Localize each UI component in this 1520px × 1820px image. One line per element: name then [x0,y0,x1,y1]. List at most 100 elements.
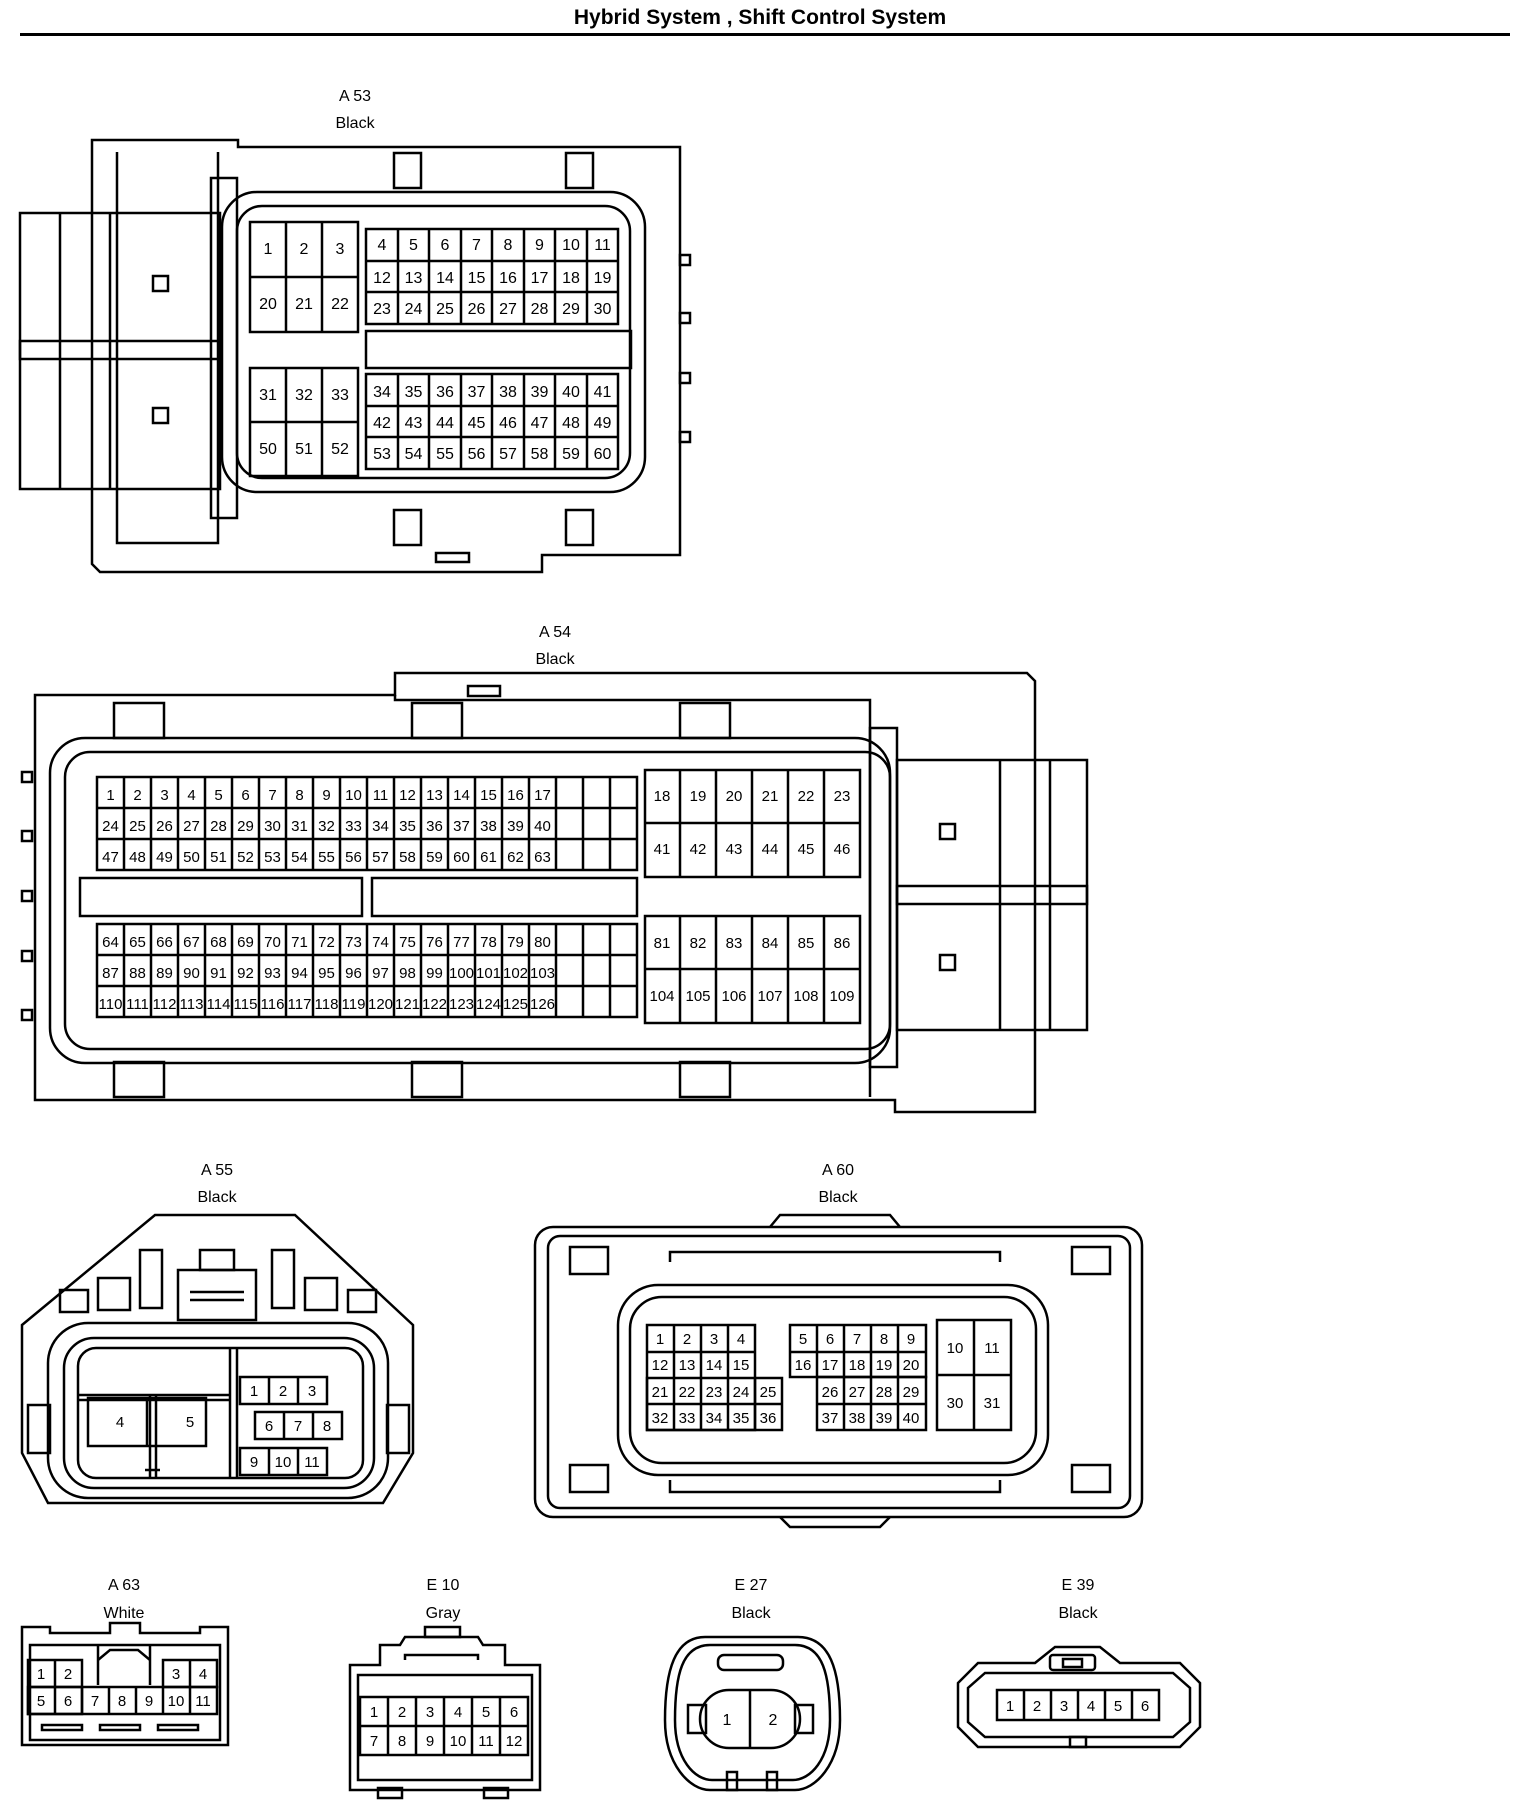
pin-label: 9 [250,1454,258,1471]
pin-label: 101 [476,965,501,982]
pin-label: 119 [342,996,366,1013]
pin-label: 17 [822,1357,839,1374]
pin-label: 90 [183,965,200,982]
pin-label: 18 [562,270,580,287]
pin-label: 24 [733,1384,750,1401]
pin-label: 100 [449,965,474,982]
pin-label: 88 [129,965,146,982]
pin-label: 4 [378,237,387,254]
pin-label: 28 [210,818,227,835]
pin-label: 52 [237,849,254,866]
pin-label: 125 [503,996,528,1013]
e10-pin-grid [358,1695,530,1757]
pin-label: 10 [345,787,362,804]
e39-housing [956,1645,1202,1749]
pin-label: 11 [373,787,389,804]
pin-label: 6 [265,1418,273,1435]
pin-label: 51 [295,441,313,458]
pin-label: 13 [426,787,443,804]
e27-code: E 27 [735,1577,768,1594]
pin-label: 11 [594,237,611,254]
pin-label: 98 [399,965,416,982]
pin-label: 37 [453,818,470,835]
pin-label: 12 [506,1733,523,1750]
pin-label: 36 [436,384,454,401]
pin-label: 120 [368,996,393,1013]
pin-label: 1 [37,1666,45,1683]
pin-label: 40 [534,818,551,835]
pin-label: 17 [534,787,551,804]
pin-label: 13 [679,1357,696,1374]
pin-label: 9 [426,1733,434,1750]
pin-label: 96 [345,965,362,982]
pin-label: 79 [507,934,524,951]
pin-label: 11 [478,1733,494,1750]
pin-label: 6 [64,1693,72,1710]
pin-label: 66 [156,934,173,951]
a54-pin-grid [95,768,862,1025]
pin-label: 9 [145,1693,153,1710]
pin-label: 12 [373,270,391,287]
pin-label: 19 [594,270,612,287]
pin-label: 9 [907,1331,915,1348]
pin-label: 10 [275,1454,292,1471]
connector-a53: A 53 Black [18,88,692,574]
pin-label: 8 [504,237,513,254]
pin-label: 74 [372,934,389,951]
pin-label: 57 [372,849,389,866]
pin-label: 44 [436,415,454,432]
pin-label: 34 [706,1410,723,1427]
pin-label: 52 [331,441,349,458]
a63-pin-grid [26,1658,219,1716]
e10-code: E 10 [427,1577,460,1594]
pin-label: 71 [291,934,308,951]
pin-label: 8 [295,787,303,804]
pin-label: 38 [480,818,497,835]
pin-label: 30 [264,818,281,835]
pin-label: 94 [291,965,308,982]
e27-pin-numbers: 1 2 [723,1712,778,1729]
a54-color: Black [535,651,575,668]
pin-label: 15 [468,270,486,287]
pin-label: 23 [706,1384,723,1401]
pin-label: 58 [531,446,549,463]
pin-label: 48 [129,849,146,866]
pin-label: 7 [268,787,276,804]
pin-label: 8 [398,1733,406,1750]
e39-pin-grid [995,1688,1161,1722]
pin-label: 33 [345,818,362,835]
pin-label: 4 [116,1414,124,1431]
pin-label: 39 [531,384,549,401]
pin-label: 58 [399,849,416,866]
pin-label: 33 [679,1410,696,1427]
pin-label: 86 [834,935,851,952]
pin-label: 118 [315,996,339,1013]
pin-label: 7 [853,1331,861,1348]
pin-label: 46 [499,415,517,432]
pin-label: 25 [436,301,454,318]
pin-label: 97 [372,965,389,982]
pin-label: 5 [482,1704,490,1721]
pin-label: 21 [295,296,313,313]
pin-label: 22 [679,1384,696,1401]
pin-label: 28 [531,301,549,318]
pin-label: 31 [984,1395,1001,1412]
pin-label: 116 [261,996,285,1013]
pin-label: 10 [562,237,580,254]
pin-label: 1 [264,241,273,258]
pin-label: 21 [762,788,779,805]
pin-label: 2 [398,1704,406,1721]
pin-label: 38 [849,1410,866,1427]
pin-label: 59 [562,446,580,463]
pin-label: 5 [214,787,222,804]
pin-label: 111 [126,996,149,1013]
pin-label: 60 [453,849,470,866]
pin-label: 99 [426,965,443,982]
connector-e39: E 39 Black 1 2 3 4 5 6 [956,1577,1202,1749]
e39-pin-numbers: 1 2 3 4 5 6 [1006,1698,1149,1715]
e10-pin-numbers: 1 2 3 4 5 6 7 8 9 10 11 12 [370,1704,523,1750]
pin-label: 37 [468,384,486,401]
